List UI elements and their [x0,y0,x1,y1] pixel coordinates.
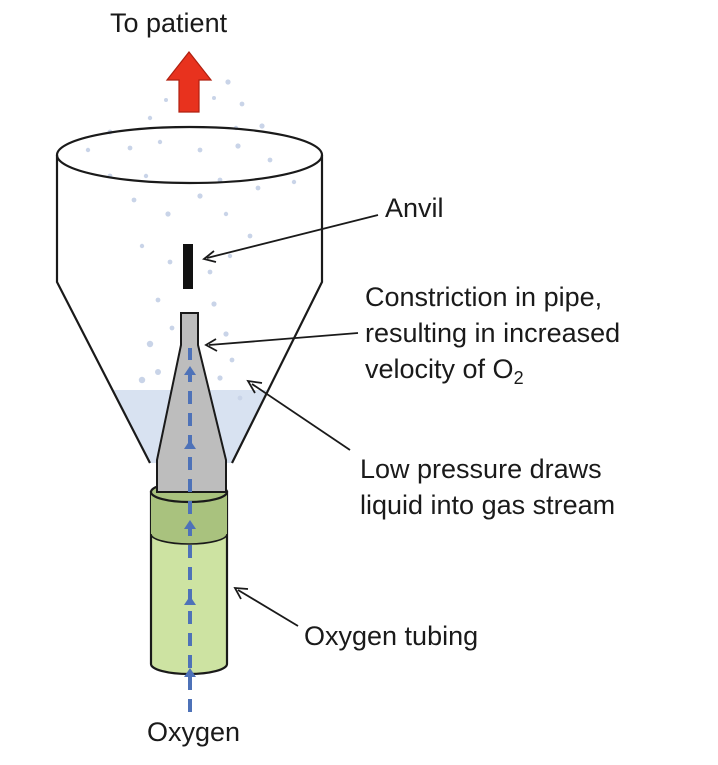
label-o2-subscript: 2 [513,368,524,388]
label-low-pressure-line1: Low pressure draws [360,454,602,484]
aerosol-droplet [164,98,168,102]
aerosol-droplet [267,157,273,163]
aerosol-droplet [235,143,241,149]
aerosol-droplet [157,139,163,145]
anvil-pointer-arrowhead [202,250,217,263]
leader-lines [202,214,379,627]
funnel-body [55,155,324,464]
aerosol-droplet [127,145,133,151]
aerosol-droplet [155,369,161,375]
aerosol-droplet [139,243,145,249]
aerosol-droplet [146,340,154,348]
aerosol-droplet [138,376,146,384]
aerosol-droplet [212,96,216,100]
label-constriction-line1: Constriction in pipe, [365,282,603,312]
gas-flow-arrowhead [184,440,196,449]
label-to-patient: To patient [110,8,228,38]
aerosol-droplets [85,79,297,401]
label-oxygen-tubing: Oxygen tubing [304,621,479,651]
anvil-leader [206,214,379,259]
aerosol-droplet [131,197,137,203]
aerosol-droplet [197,193,203,199]
aerosol-droplet [255,185,261,191]
gas-flow-arrowhead [184,520,196,529]
label-constriction-line3-text: velocity of O [365,354,514,384]
tubing-pointer-arrowhead [233,586,249,600]
label-anvil: Anvil [385,193,444,223]
aerosol-droplet [247,233,253,239]
aerosol-droplet [143,173,149,179]
aerosol-droplet [217,375,223,381]
aerosol-droplet [211,301,217,307]
aerosol-droplet [223,331,229,337]
label-constriction-line2: resulting in increased [365,318,621,348]
aerosol-droplet [239,101,245,107]
aerosol-droplet [207,269,213,275]
aerosol-droplet [225,79,231,85]
label-constriction-line3: velocity of O2 [365,352,524,388]
aerosol-droplet [167,259,173,265]
aerosol-droplet [155,297,161,303]
aerosol-droplet [229,357,235,363]
aerosol-droplet [291,179,297,185]
label-low-pressure-line2: liquid into gas stream [360,490,616,520]
constriction-pointer-arrowhead [204,338,218,352]
aerosol-droplet [165,211,171,217]
aerosol-droplet [169,325,175,331]
constriction-leader [208,332,359,346]
gas-flow-arrowhead [184,596,196,605]
tubing-leader [237,589,299,627]
outlet-arrow-icon [165,51,213,113]
aerosol-droplet [147,115,153,121]
label-oxygen: Oxygen [147,717,241,747]
aerosol-droplet [223,211,229,217]
oxygen-tubing [149,480,229,676]
funnel-rim [55,125,324,185]
gas-flow-arrowhead [184,366,196,375]
aerosol-droplet [227,253,233,259]
gas-flow-arrows [184,366,196,677]
low-pressure-pointer-arrowhead [246,379,263,394]
aerosol-droplet [237,395,243,401]
aerosol-droplet [85,147,91,153]
aerosol-droplet [197,147,203,153]
aerosol-droplet [259,123,265,129]
low-pressure-leader [251,383,351,451]
gas-flow-arrowhead [184,668,196,677]
anvil-bar [183,244,193,289]
